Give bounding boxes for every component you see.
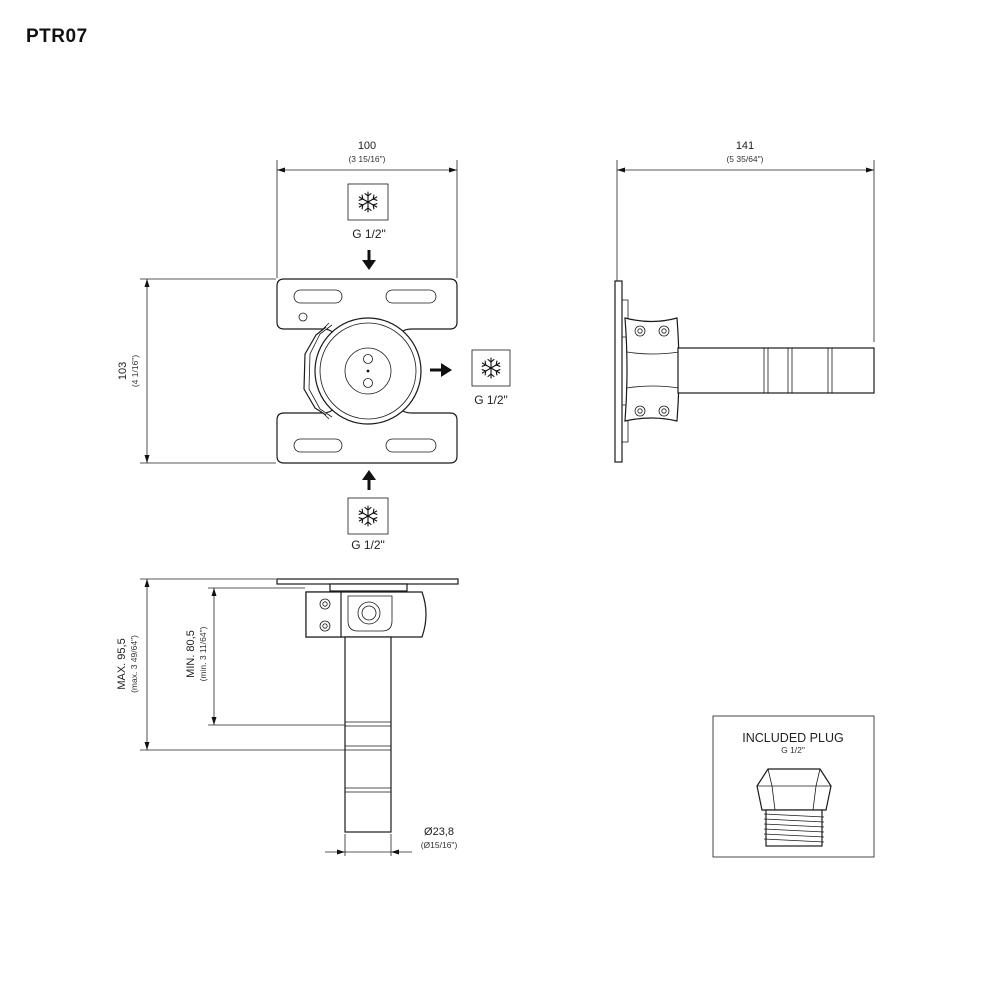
dim-max-depth-imperial: (max. 3 49/64") bbox=[129, 635, 139, 693]
dim-pipe-diameter-imperial: (Ø15/16") bbox=[421, 840, 458, 850]
arrow-down-icon bbox=[362, 250, 376, 270]
dim-front-height: 103 bbox=[117, 362, 129, 380]
dim-side-width: 141 bbox=[736, 140, 754, 152]
top-view: MAX. 95,5 (max. 3 49/64") MIN. 80,5 (min… bbox=[116, 578, 459, 856]
top-connection-box bbox=[347, 183, 389, 221]
included-plug-box: INCLUDED PLUG G 1/2" bbox=[712, 715, 875, 858]
side-view: 141 (5 35/64") bbox=[614, 140, 875, 463]
bottom-connection-label: G 1/2" bbox=[351, 538, 385, 552]
dim-max-depth: MAX. 95,5 bbox=[116, 638, 128, 689]
front-view: 100 (3 15/16") 103 (4 1/16") bbox=[117, 140, 511, 552]
snowflake-icon bbox=[358, 505, 378, 527]
plug-illustration bbox=[756, 768, 832, 847]
dim-front-height-imperial: (4 1/16") bbox=[130, 355, 140, 387]
bottom-connection-box bbox=[347, 497, 389, 535]
arrow-up-icon bbox=[362, 470, 376, 490]
right-connection-label: G 1/2" bbox=[474, 393, 508, 407]
snowflake-icon bbox=[481, 357, 501, 379]
dim-min-depth: MIN. 80,5 bbox=[185, 630, 197, 678]
arrow-right-icon bbox=[430, 363, 452, 377]
dim-min-depth-imperial: (min. 3 11/64") bbox=[198, 626, 208, 681]
dim-side-width-imperial: (5 35/64") bbox=[726, 154, 763, 164]
right-connection-box bbox=[471, 349, 511, 387]
dim-top-width: 100 bbox=[358, 140, 376, 152]
page-title: PTR07 bbox=[26, 26, 88, 47]
dim-top-width-imperial: (3 15/16") bbox=[348, 154, 385, 164]
dim-pipe-diameter: Ø23,8 bbox=[424, 826, 454, 838]
top-connection-label: G 1/2" bbox=[352, 227, 386, 241]
plug-subtitle: G 1/2" bbox=[781, 745, 805, 755]
snowflake-icon bbox=[358, 191, 378, 213]
plug-title: INCLUDED PLUG bbox=[742, 731, 843, 745]
